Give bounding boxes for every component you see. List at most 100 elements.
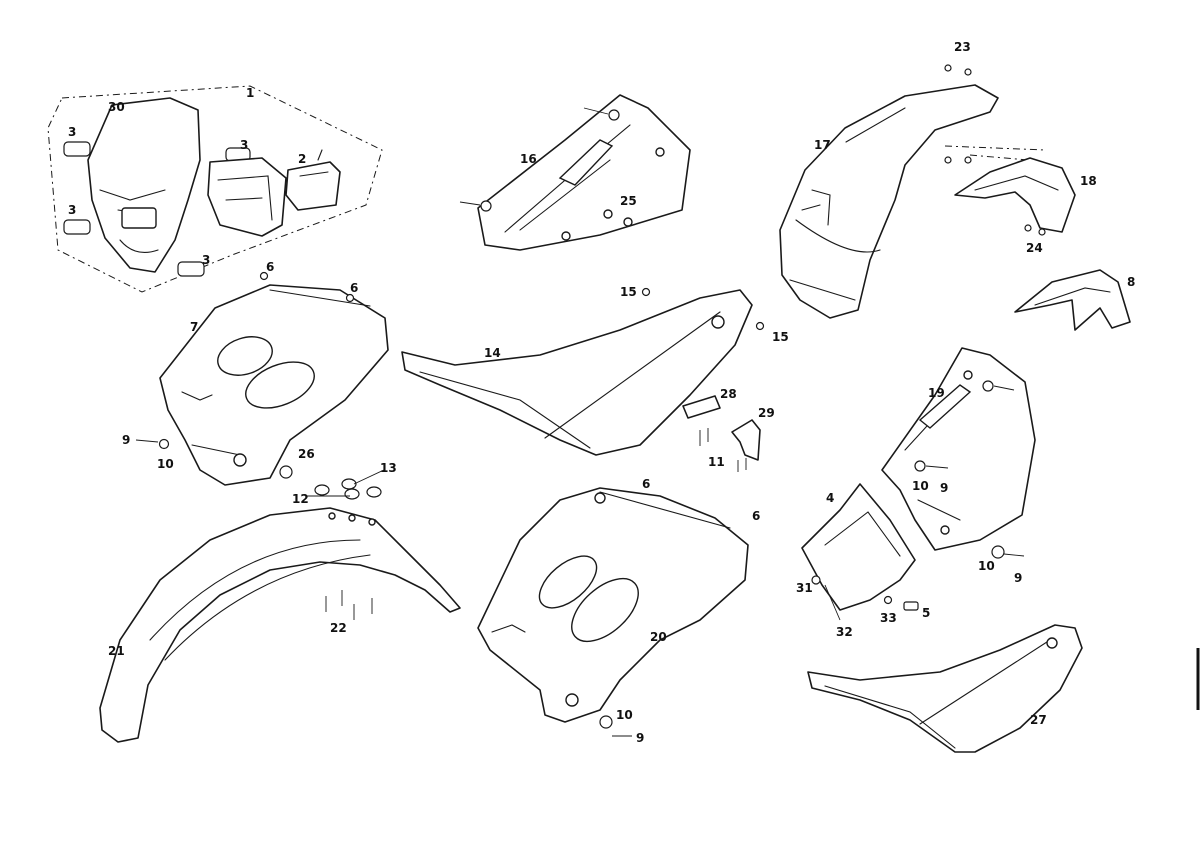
- side-plate-nut-31: [811, 575, 821, 585]
- callout-labels: 1 2 3 3 3 3 4 5 6 6 6 6 7 8 9 9 9 9 10 1…: [68, 40, 1135, 745]
- mud-flap-group: [1014, 269, 1131, 331]
- front-fender-rib-1: [149, 539, 361, 641]
- mud-flap-detail: [1034, 287, 1111, 306]
- rubber-strap-bottom: [177, 261, 205, 277]
- seat-upper: [401, 289, 753, 456]
- headlight-lamp: [285, 161, 341, 211]
- side-panel-screw-left-shaft: [459, 201, 481, 206]
- number-plate-19-hole-2: [940, 525, 950, 535]
- number-plate-bolt-2: [925, 465, 949, 469]
- rear-fender-detail: [789, 107, 906, 301]
- seat-lower: [807, 624, 1083, 753]
- callout-15-a: 15: [620, 285, 637, 299]
- shroud-right-top-hole: [594, 492, 606, 504]
- callout-1: 1: [246, 86, 254, 100]
- callout-6-a: 6: [266, 260, 274, 274]
- headlight-lamp-detail: [299, 149, 329, 177]
- shroud-right-washer-10: [599, 715, 613, 729]
- side-plate-4-detail: [824, 511, 901, 557]
- rear-fender: [779, 84, 999, 319]
- callout-26: 26: [298, 447, 315, 461]
- number-plate-19: [881, 347, 1036, 551]
- callout-9-d: 9: [636, 731, 644, 745]
- spacer-12-a: [314, 484, 330, 496]
- callout-10-a: 10: [157, 457, 174, 471]
- callout-13: 13: [380, 461, 397, 475]
- shroud-right-vent-1: [538, 555, 598, 609]
- shroud-right-mount-hole: [565, 693, 579, 707]
- callout-19: 19: [928, 386, 945, 400]
- callout-29: 29: [758, 406, 775, 420]
- seat-upper-detail: [419, 311, 721, 449]
- number-plate-washer-1: [982, 380, 994, 392]
- number-plate-19-hole-1: [963, 370, 973, 380]
- front-fender-hole-1: [328, 512, 336, 520]
- callout-9-a: 9: [122, 433, 130, 447]
- callout-6-c: 6: [642, 477, 650, 491]
- callout-25: 25: [620, 194, 637, 208]
- spacer-26: [279, 465, 293, 479]
- callout-28: 28: [720, 387, 737, 401]
- number-plate-bolt-3: [1003, 553, 1025, 557]
- headlight-mask: [87, 97, 201, 273]
- side-plate-bolt-5: [903, 601, 919, 611]
- callout-5: 5: [922, 606, 930, 620]
- shroud-left-top-screw: [259, 271, 269, 281]
- callout-18: 18: [1080, 174, 1097, 188]
- callout-23: 23: [954, 40, 971, 54]
- rear-fender-extension-detail: [974, 175, 1059, 191]
- callout-30: 30: [108, 100, 125, 114]
- side-panel-screw-top-shaft: [583, 107, 609, 115]
- headlight-housing-detail: [217, 175, 273, 221]
- number-plate-19-slot: [918, 384, 972, 429]
- number-plate-bolt-1: [993, 385, 1015, 391]
- callout-10-b: 10: [912, 479, 929, 493]
- callout-6-b: 6: [350, 281, 358, 295]
- side-panel-upper-hole-3: [655, 147, 665, 157]
- callout-17: 17: [814, 138, 831, 152]
- radiator-shroud-right-group: [477, 487, 749, 737]
- rear-fender-bolt-1: [944, 64, 952, 72]
- seat-lower-group: [807, 624, 1083, 753]
- callout-9-c: 9: [1014, 571, 1022, 585]
- front-fender-hole-3: [368, 518, 376, 526]
- side-plate-washer-33: [883, 595, 893, 605]
- front-fender: [99, 507, 461, 743]
- callout-2: 2: [298, 152, 306, 166]
- callout-22: 22: [330, 621, 347, 635]
- rear-fender-group: [779, 64, 1046, 319]
- shroud-left-vent-1: [217, 336, 273, 376]
- callout-9-b: 9: [940, 481, 948, 495]
- bracket-29: [731, 419, 761, 461]
- shroud-left-vent-2: [245, 361, 315, 409]
- number-plate-washer-3: [991, 545, 1005, 559]
- number-plate-washer-2: [914, 460, 926, 472]
- callout-21: 21: [108, 644, 125, 658]
- rubber-strap-bottom-left: [63, 219, 91, 235]
- shroud-right-detail: [491, 491, 731, 633]
- callout-14: 14: [484, 346, 501, 360]
- spacer-group: [279, 465, 385, 500]
- number-plate-group: [801, 347, 1036, 621]
- spacer-12-b: [341, 478, 357, 490]
- callout-24: 24: [1026, 241, 1043, 255]
- callout-31: 31: [796, 581, 813, 595]
- side-plate-4: [801, 483, 916, 611]
- mud-flap: [1014, 269, 1131, 331]
- rear-extension-nut-2: [1038, 228, 1046, 236]
- seat-upper-hook: [711, 315, 725, 329]
- callout-3-d: 3: [202, 253, 210, 267]
- seat-upper-group: [401, 287, 765, 456]
- radiator-shroud-left-group: [135, 271, 389, 486]
- callout-10-c: 10: [978, 559, 995, 573]
- rear-fender-bolt-2: [964, 68, 972, 76]
- headlight-assembly-group: [47, 85, 383, 293]
- side-panel-upper-hole-1: [603, 209, 613, 219]
- side-panel-upper-hole-2: [623, 217, 633, 227]
- front-fender-hole-2: [348, 514, 356, 522]
- callout-7: 7: [190, 320, 198, 334]
- spacer-13-a: [344, 488, 360, 500]
- seat-lower-hook: [1046, 637, 1058, 649]
- rubber-strap-top-left: [63, 141, 91, 157]
